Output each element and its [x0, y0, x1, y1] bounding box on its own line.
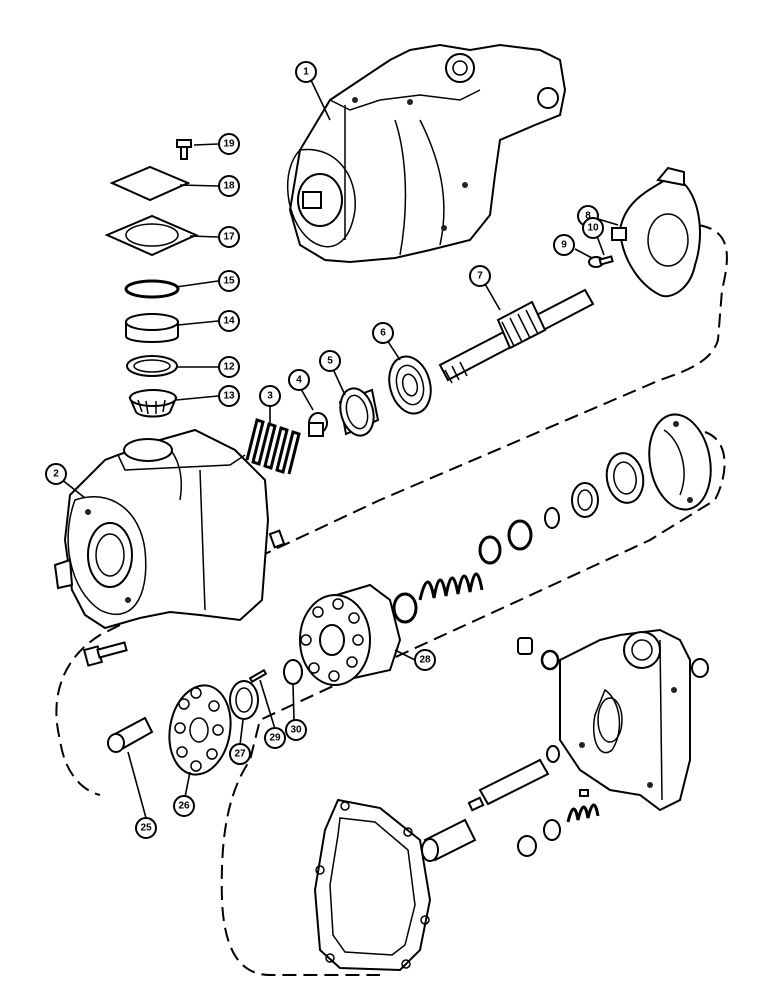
callout-label: 29 — [269, 733, 281, 744]
callout-label: 18 — [223, 181, 235, 192]
bushing — [283, 659, 303, 685]
callout-label: 8 — [585, 211, 591, 222]
spacer-ring — [478, 535, 502, 565]
callout-29: 29 — [264, 727, 286, 749]
callout-13: 13 — [218, 385, 240, 407]
bearing-cup — [125, 313, 179, 343]
callout-label: 1 — [303, 67, 309, 78]
end-cover-gasket — [313, 798, 432, 972]
callout-label: 13 — [223, 391, 235, 402]
housing-bolt — [82, 641, 128, 667]
callout-18: 18 — [218, 175, 240, 197]
callout-17: 17 — [218, 226, 240, 248]
callout-15: 15 — [218, 270, 240, 292]
callout-2: 2 — [45, 463, 67, 485]
end-cover — [559, 628, 691, 812]
ball-guide — [229, 680, 259, 720]
callout-25: 25 — [135, 817, 157, 839]
callout-26: 26 — [173, 795, 195, 817]
spring-seat — [308, 412, 328, 437]
callout-label: 14 — [223, 316, 235, 327]
cylinder-spring — [418, 572, 484, 601]
callout-label: 10 — [587, 223, 599, 234]
drive-shaft — [438, 288, 595, 384]
callout-label: 7 — [477, 271, 483, 282]
callout-label: 15 — [223, 276, 235, 287]
spool-sleeve — [421, 818, 477, 862]
callout-12: 12 — [218, 356, 240, 378]
cylinder-block — [299, 583, 402, 686]
piston — [107, 716, 154, 753]
callout-label: 28 — [419, 655, 431, 666]
leader-lines — [60, 77, 619, 819]
callout-1: 1 — [295, 61, 317, 83]
pump-assembly — [287, 43, 567, 264]
callout-6: 6 — [372, 322, 394, 344]
pump-housing — [53, 428, 270, 630]
callout-label: 4 — [296, 375, 302, 386]
callout-19: 19 — [218, 133, 240, 155]
retainer-plate — [168, 684, 232, 776]
small-pin — [579, 789, 589, 797]
callout-label: 12 — [223, 362, 235, 373]
pin-29 — [248, 668, 268, 684]
callout-label: 5 — [327, 356, 333, 367]
callout-label: 26 — [178, 801, 190, 812]
pin — [598, 255, 614, 266]
bearing-race — [338, 387, 380, 437]
bearing-ring-right — [605, 452, 645, 504]
swash-plate — [611, 166, 701, 298]
small-ring — [544, 507, 560, 529]
spring-guide — [543, 819, 561, 841]
control-spring — [566, 803, 600, 823]
cover-plate — [109, 165, 191, 202]
assembly-path-lines — [55, 224, 728, 976]
callout-label: 2 — [53, 469, 59, 480]
control-spool — [467, 745, 560, 812]
callout-label: 9 — [561, 240, 567, 251]
cover-screw — [176, 139, 192, 160]
cover-gasket — [104, 214, 199, 257]
roller-bearing — [388, 355, 432, 415]
callout-label: 19 — [223, 139, 235, 150]
callout-label: 17 — [223, 232, 235, 243]
callout-14: 14 — [218, 310, 240, 332]
o-ring — [124, 279, 180, 299]
callout-label: 27 — [234, 749, 246, 760]
dowel-pin — [268, 529, 286, 549]
callout-7: 7 — [469, 265, 491, 287]
callout-label: 6 — [380, 328, 386, 339]
callout-10: 10 — [582, 217, 604, 239]
fitting-nut — [691, 658, 709, 678]
callout-3: 3 — [259, 385, 281, 407]
needle-bearing-right — [571, 482, 599, 518]
seal-washer — [517, 835, 537, 857]
callout-28: 28 — [414, 649, 436, 671]
callout-30: 30 — [285, 719, 307, 741]
bearing-cone — [128, 389, 178, 418]
callout-9: 9 — [553, 234, 575, 256]
plug — [517, 637, 560, 671]
callout-label: 3 — [267, 391, 273, 402]
spring-washer — [392, 592, 418, 624]
snap-ring — [507, 519, 533, 551]
callout-label: 25 — [140, 823, 152, 834]
valve-plate — [648, 413, 712, 511]
spring — [245, 418, 301, 475]
callout-5: 5 — [319, 350, 341, 372]
callout-label: 30 — [290, 725, 302, 736]
callout-27: 27 — [229, 743, 251, 765]
bearing-cup-lower — [126, 355, 178, 377]
callout-4: 4 — [288, 369, 310, 391]
